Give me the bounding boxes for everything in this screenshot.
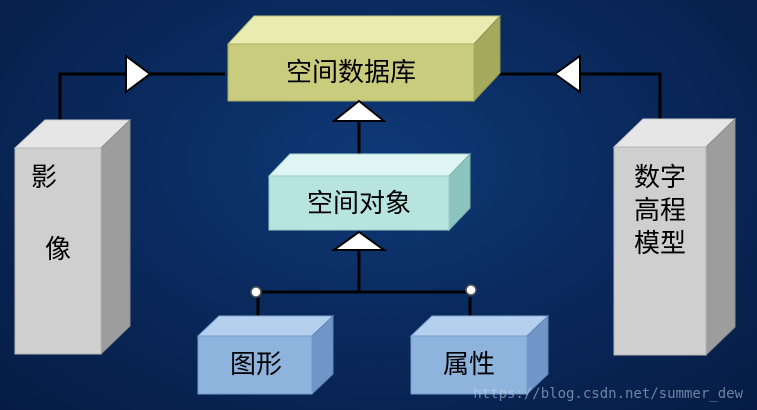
graphics-label: 图形 (230, 350, 282, 380)
graphics-box-front (197, 335, 313, 395)
dem-label-line1: 数字 (634, 163, 686, 193)
spatial-database-box-top (226, 15, 502, 45)
spatial-object-box: 空间对象 (267, 152, 472, 232)
spatial-database-box-front (227, 43, 475, 102)
dem-box-side (705, 117, 736, 357)
spatial-object-box-front (268, 175, 450, 231)
attributes-endpoint-dot-icon (465, 284, 477, 296)
dem-box: 数字 高程 模型 (612, 117, 737, 357)
arrowheads (125, 54, 581, 251)
attributes-label: 属性 (443, 350, 495, 380)
spatial-object-box-top (267, 153, 472, 177)
watermark: https://blog.csdn.net/summer_dew (473, 386, 743, 402)
attributes-box: 属性 (409, 314, 550, 396)
dem-label-line3: 模型 (634, 229, 686, 259)
image-label-line2: 像 (45, 235, 71, 265)
image-box-side (100, 118, 131, 356)
endpoint-dots (250, 284, 477, 298)
spatial-database-label: 空间数据库 (286, 58, 416, 88)
dem-box-front (613, 146, 707, 356)
arrowhead-left-icon (125, 54, 152, 94)
dem-label-line2: 高程 (634, 196, 686, 226)
attributes-box-front (410, 335, 528, 395)
attributes-box-top (409, 315, 550, 337)
arrowhead-center-top-icon (331, 99, 387, 122)
graphics-box: 图形 (196, 314, 335, 396)
graphics-endpoint-dot-icon (250, 286, 262, 298)
image-label-line1: 影 (31, 163, 57, 193)
image-box: 影 像 (13, 118, 132, 356)
arrowhead-right-icon (553, 54, 581, 94)
graphics-box-top (196, 315, 335, 337)
image-box-front (14, 147, 102, 355)
spatial-database-box: 空间数据库 (226, 14, 502, 103)
arrowhead-center-bottom-icon (330, 230, 388, 251)
spatial-object-label: 空间对象 (307, 189, 411, 219)
